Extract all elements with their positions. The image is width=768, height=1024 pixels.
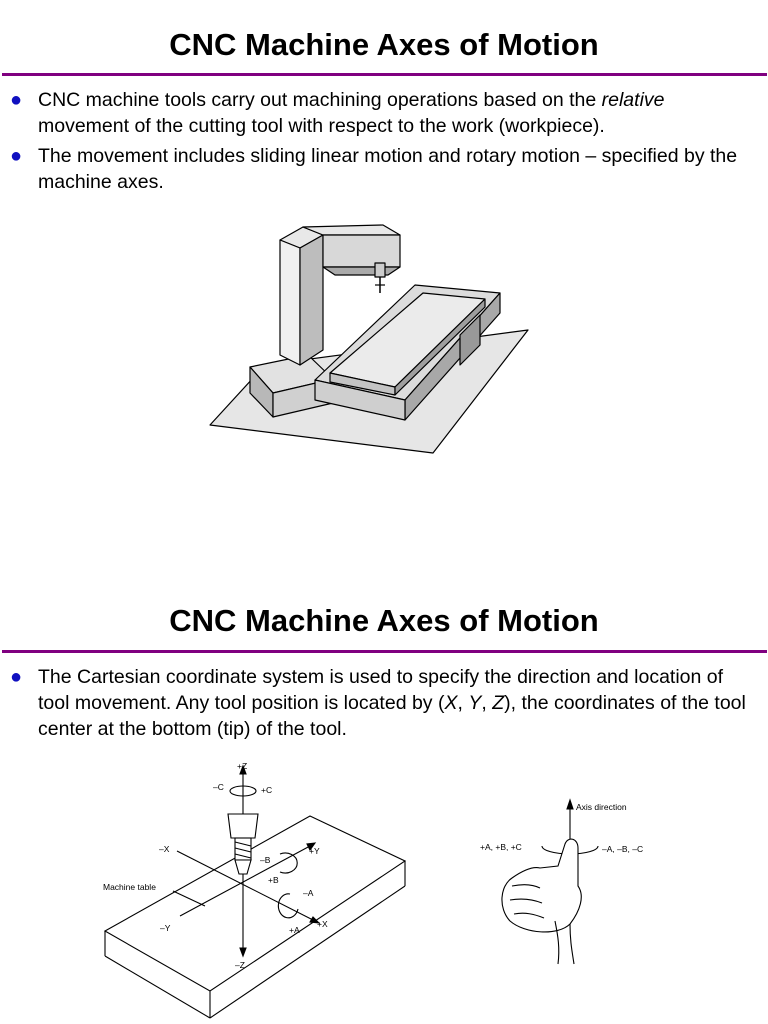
axis-label-plus-z: +Z (237, 761, 247, 771)
bullet-text: CNC machine tools carry out machining op… (38, 89, 665, 137)
bullet-dot-icon: ● (10, 666, 23, 688)
cnc-machine-illustration (209, 224, 529, 454)
axis-label-minus-z: –Z (235, 960, 245, 970)
axis-label-minus-x: –X (159, 844, 170, 854)
machine-table-label: Machine table (103, 882, 156, 892)
axis-label-plus-y: +Y (309, 846, 320, 856)
slide-1: CNC Machine Axes of Motion ● CNC machine… (2, 27, 767, 454)
positive-rotation-label: +A, +B, +C (480, 842, 522, 852)
slide-1-title: CNC Machine Axes of Motion (169, 27, 599, 62)
bullet-text: The Cartesian coordinate system is used … (38, 666, 746, 740)
axis-label-plus-b: +B (268, 875, 279, 885)
negative-rotation-label: –A, –B, –C (602, 844, 643, 854)
bullet-dot-icon: ● (10, 89, 23, 111)
axis-label-minus-a: –A (303, 888, 314, 898)
bullet-dot-icon: ● (10, 145, 23, 167)
axis-label-plus-a: +A (289, 925, 300, 935)
title-divider (2, 73, 767, 76)
title-divider (2, 650, 767, 653)
axis-label-plus-x: +X (317, 919, 328, 929)
slide-2: CNC Machine Axes of Motion ● The Cartesi… (0, 576, 768, 1024)
axes-diagram: +Z –C +C –X +Y –B +B –A +X +A –Y –Z Mach… (103, 761, 407, 1019)
axis-label-minus-b: –B (260, 855, 271, 865)
axis-label-plus-c: +C (261, 785, 272, 795)
slide-2-title: CNC Machine Axes of Motion (169, 603, 599, 638)
axis-label-minus-c: –C (213, 782, 224, 792)
bullet-text: The movement includes sliding linear mot… (38, 145, 738, 193)
right-hand-rule-diagram: Axis direction +A, +B, +C –A, –B, –C (480, 798, 643, 965)
axis-direction-label: Axis direction (576, 802, 627, 812)
axis-label-minus-y: –Y (160, 923, 171, 933)
